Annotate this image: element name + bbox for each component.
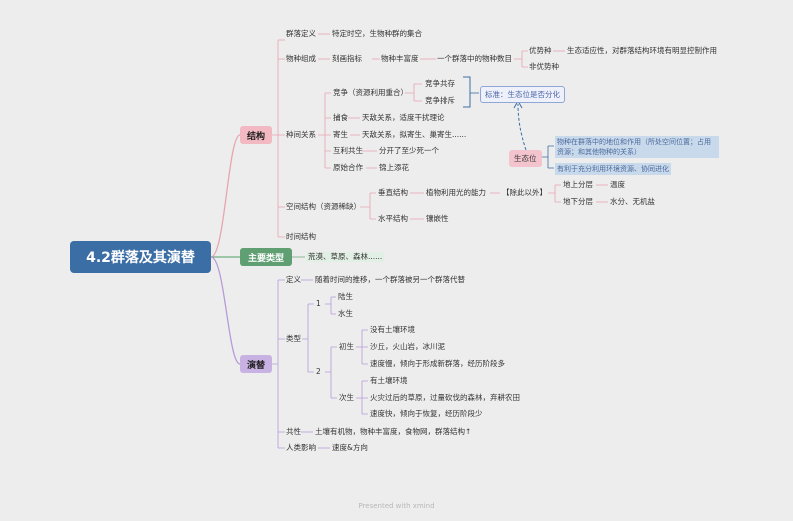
competition-exclude[interactable]: 竞争排斥: [425, 96, 455, 105]
primary-point-2[interactable]: 沙丘，火山岩，冰川泥: [370, 342, 445, 351]
mutualism-value[interactable]: 分开了至少死一个: [379, 146, 439, 155]
primary-point-1[interactable]: 没有土壤环境: [370, 325, 415, 334]
above-ground[interactable]: 地上分层: [563, 180, 593, 189]
time-structure[interactable]: 时间结构: [286, 232, 316, 241]
below-ground-value[interactable]: 水分、无机盐: [610, 197, 655, 206]
type-number-2[interactable]: 2: [316, 367, 321, 376]
niche-node[interactable]: 生态位: [509, 150, 542, 167]
mutualism[interactable]: 互利共生: [333, 146, 363, 155]
species-label[interactable]: 物种组成: [286, 54, 316, 63]
species-index[interactable]: 刻画指标: [332, 54, 362, 63]
vertical-structure[interactable]: 垂直结构: [378, 188, 408, 197]
secondary-point-2[interactable]: 火灾过后的草原，过量砍伐的森林，弃耕农田: [370, 393, 520, 402]
interspecific-label[interactable]: 种间关系: [286, 130, 316, 139]
spatial-label[interactable]: 空间结构（资源稀缺）: [286, 202, 361, 211]
species-richness[interactable]: 物种丰富度: [381, 54, 419, 63]
niche-definition[interactable]: 物种在群落中的地位和作用（所处空间位置；占用资源；和其他物种的关系）: [555, 136, 719, 158]
succession-type-label[interactable]: 类型: [286, 334, 301, 343]
topic-main-types[interactable]: 主要类型: [240, 248, 292, 266]
protocooperation[interactable]: 原始合作: [333, 163, 363, 172]
primary-point-3[interactable]: 速度慢，倾向于形成新群落，经历阶段多: [370, 359, 505, 368]
dominant-species-def[interactable]: 生态适应性，对群落结构环境有明显控制作用: [567, 46, 717, 55]
species-richness-def[interactable]: 一个群落中的物种数目: [437, 54, 512, 63]
human-impact-label[interactable]: 人类影响: [286, 443, 316, 452]
predation[interactable]: 捕食: [333, 113, 348, 122]
topic-succession[interactable]: 演替: [240, 355, 272, 373]
topic-structure[interactable]: 结构: [240, 126, 272, 144]
main-types-value[interactable]: 荒漠、草原、森林......: [306, 252, 385, 262]
predation-value[interactable]: 天敌关系，适度干扰理论: [362, 113, 445, 122]
parasitism-value[interactable]: 天敌关系，拟寄生、巢寄生......: [362, 130, 467, 139]
succession-def-value[interactable]: 随着时间的推移，一个群落被另一个群落代替: [315, 275, 465, 284]
except-marker[interactable]: 【除此以外】: [502, 188, 547, 197]
secondary-point-3[interactable]: 速度快，倾向于恢复，经历阶段少: [370, 409, 483, 418]
horizontal-value[interactable]: 镶嵌性: [426, 214, 449, 223]
secondary-point-1[interactable]: 有土壤环境: [370, 376, 408, 385]
above-ground-value[interactable]: 温度: [610, 180, 625, 189]
dominant-species[interactable]: 优势种: [529, 46, 552, 55]
protocooperation-value[interactable]: 锦上添花: [379, 163, 409, 172]
common-label[interactable]: 共性: [286, 427, 301, 436]
competition-coexist[interactable]: 竞争共存: [425, 79, 455, 88]
nondominant-species[interactable]: 非优势种: [529, 62, 559, 71]
type-number-1[interactable]: 1: [316, 299, 321, 308]
succession-def-label[interactable]: 定义: [286, 275, 301, 284]
terrestrial[interactable]: 陆生: [338, 292, 353, 301]
horizontal-structure[interactable]: 水平结构: [378, 214, 408, 223]
secondary-succession[interactable]: 次生: [339, 393, 354, 402]
niche-benefit[interactable]: 有利于充分利用环境资源、协同进化: [555, 163, 671, 175]
standard-box[interactable]: 标准：生态位是否分化: [480, 86, 565, 103]
root-topic[interactable]: 4.2群落及其演替: [70, 241, 211, 273]
below-ground[interactable]: 地下分层: [563, 197, 593, 206]
aquatic[interactable]: 水生: [338, 309, 353, 318]
common-value[interactable]: 土壤有机物，物种丰富度，食物网，群落结构↑: [315, 427, 472, 436]
community-def-value[interactable]: 特定时空，生物种群的集合: [332, 29, 422, 38]
primary-succession[interactable]: 初生: [339, 342, 354, 351]
competition[interactable]: 竞争（资源利用重合）: [333, 88, 408, 97]
parasitism[interactable]: 寄生: [333, 130, 348, 139]
footer-watermark: Presented with xmind: [358, 502, 435, 510]
vertical-value[interactable]: 植物利用光的能力: [426, 188, 486, 197]
human-impact-value[interactable]: 速度&方向: [332, 443, 368, 452]
community-def-label[interactable]: 群落定义: [286, 29, 316, 38]
